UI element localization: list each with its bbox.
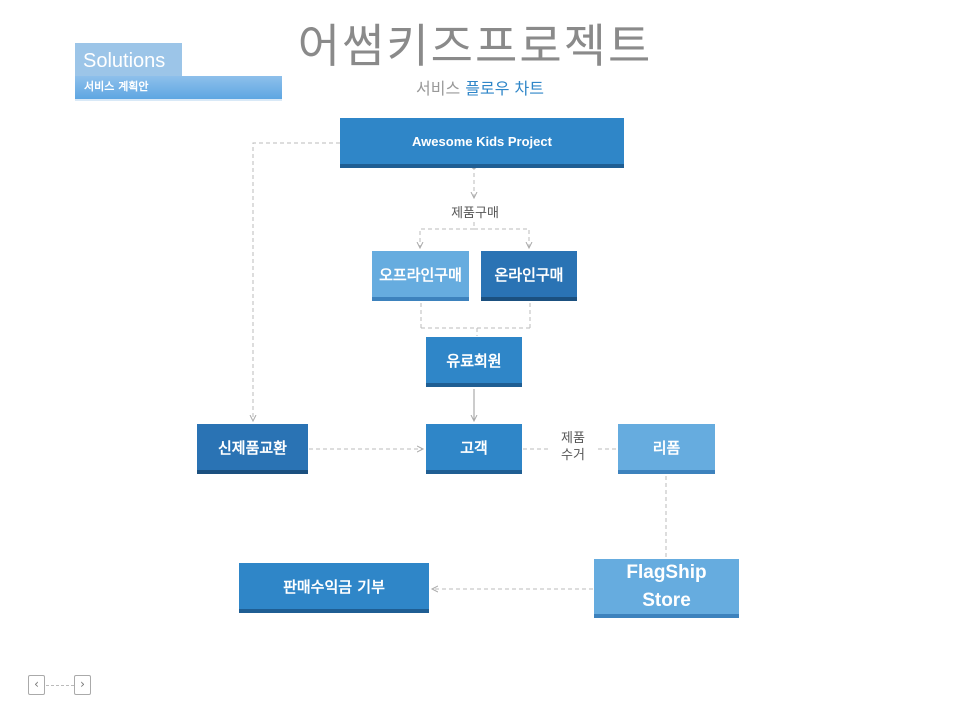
label-product-purchase: 제품구매 bbox=[440, 202, 510, 221]
node-flagship-store: FlagShip Store bbox=[594, 559, 739, 618]
node-customer: 고객 bbox=[426, 424, 522, 474]
node-offline-purchase: 오프라인구매 bbox=[372, 251, 469, 301]
chevron-left-icon[interactable]: ‹ bbox=[28, 675, 45, 695]
label-product-collection: 제품 수거 bbox=[548, 430, 598, 464]
subtitle-prefix: 서비스 bbox=[416, 79, 466, 98]
node-online-purchase: 온라인구매 bbox=[481, 251, 577, 301]
label-collection-line2: 수거 bbox=[561, 448, 585, 463]
connector-purchase-online bbox=[474, 228, 529, 248]
label-collection-line1: 제품 bbox=[561, 431, 585, 446]
node-new-product-exchange: 신제품교환 bbox=[197, 424, 308, 474]
subtitle-highlight: 플로우 차트 bbox=[465, 79, 544, 98]
page-subtitle: 서비스 플로우 차트 bbox=[355, 75, 605, 99]
node-refurb: 리폼 bbox=[618, 424, 715, 474]
connector-root-exchange bbox=[253, 142, 340, 421]
node-sales-donation: 판매수익금 기부 bbox=[239, 563, 429, 613]
chevron-right-icon[interactable]: › bbox=[74, 675, 91, 695]
node-awesome-kids-project: Awesome Kids Project bbox=[340, 118, 624, 168]
page-title: 어썸키즈프로젝트 bbox=[297, 19, 653, 73]
service-plan-badge: 서비스 계획안 bbox=[75, 76, 282, 101]
node-paid-member: 유료회원 bbox=[426, 337, 522, 387]
flagship-line1: FlagShip bbox=[626, 561, 707, 583]
connector-purchase-split bbox=[420, 222, 475, 248]
nav-divider bbox=[46, 685, 74, 686]
flagship-line2: Store bbox=[642, 589, 691, 611]
solutions-badge: Solutions bbox=[75, 43, 182, 76]
